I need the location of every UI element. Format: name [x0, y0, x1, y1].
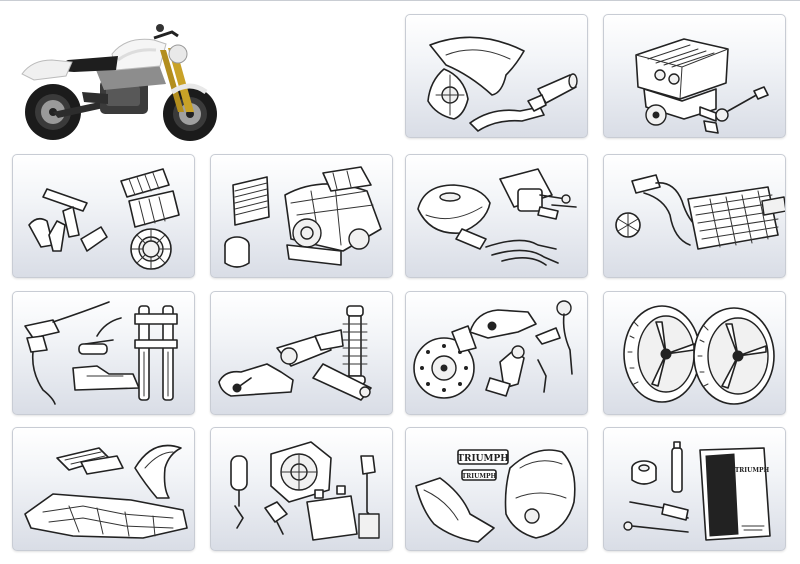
top-divider [0, 0, 800, 1]
motorcycle-icon [21, 24, 217, 141]
category-tile-service[interactable]: TRIUMPH [603, 427, 786, 551]
category-tile-controls-forks[interactable] [12, 291, 195, 415]
frame-mudguard-icon [13, 428, 195, 551]
rear-suspension-icon [211, 292, 393, 415]
badge-brand-small: TRIUMPH [462, 473, 497, 480]
engine-cylinder-head-icon [604, 15, 786, 138]
category-tile-frame[interactable] [12, 427, 195, 551]
fuel-tank-throttle-icon [406, 155, 588, 278]
category-tile-rear-suspension[interactable] [210, 291, 393, 415]
category-tile-cooling[interactable] [603, 154, 786, 278]
motorcycle-image[interactable] [8, 14, 230, 144]
service-tools-manual-icon: TRIUMPH [604, 428, 786, 551]
category-tile-bodywork[interactable]: TRIUMPH TRIUMPH [405, 427, 588, 551]
category-tile-brakes[interactable] [405, 291, 588, 415]
category-tile-fairing-exhaust[interactable] [405, 14, 588, 138]
badge-brand-large: TRIUMPH [457, 454, 509, 464]
fairing-exhaust-icon [406, 15, 588, 138]
controls-front-forks-icon [13, 292, 195, 415]
category-tile-electrical[interactable] [210, 427, 393, 551]
category-tile-wheels[interactable] [603, 291, 786, 415]
engine-crankcase-icon [211, 155, 393, 278]
cooling-radiator-icon [604, 155, 785, 278]
category-tile-engine-head[interactable] [603, 14, 786, 138]
manual-brand-text: TRIUMPH [735, 467, 770, 474]
category-tile-gearbox[interactable] [12, 154, 195, 278]
wheels-tyres-icon [604, 292, 786, 415]
bodywork-badges-icon: TRIUMPH TRIUMPH [406, 428, 588, 551]
category-tile-engine-crankcase[interactable] [210, 154, 393, 278]
category-tile-fuel-system[interactable] [405, 154, 588, 278]
electrical-alternator-battery-icon [211, 428, 393, 551]
brakes-icon [406, 292, 588, 415]
gearbox-gears-icon [13, 155, 195, 278]
